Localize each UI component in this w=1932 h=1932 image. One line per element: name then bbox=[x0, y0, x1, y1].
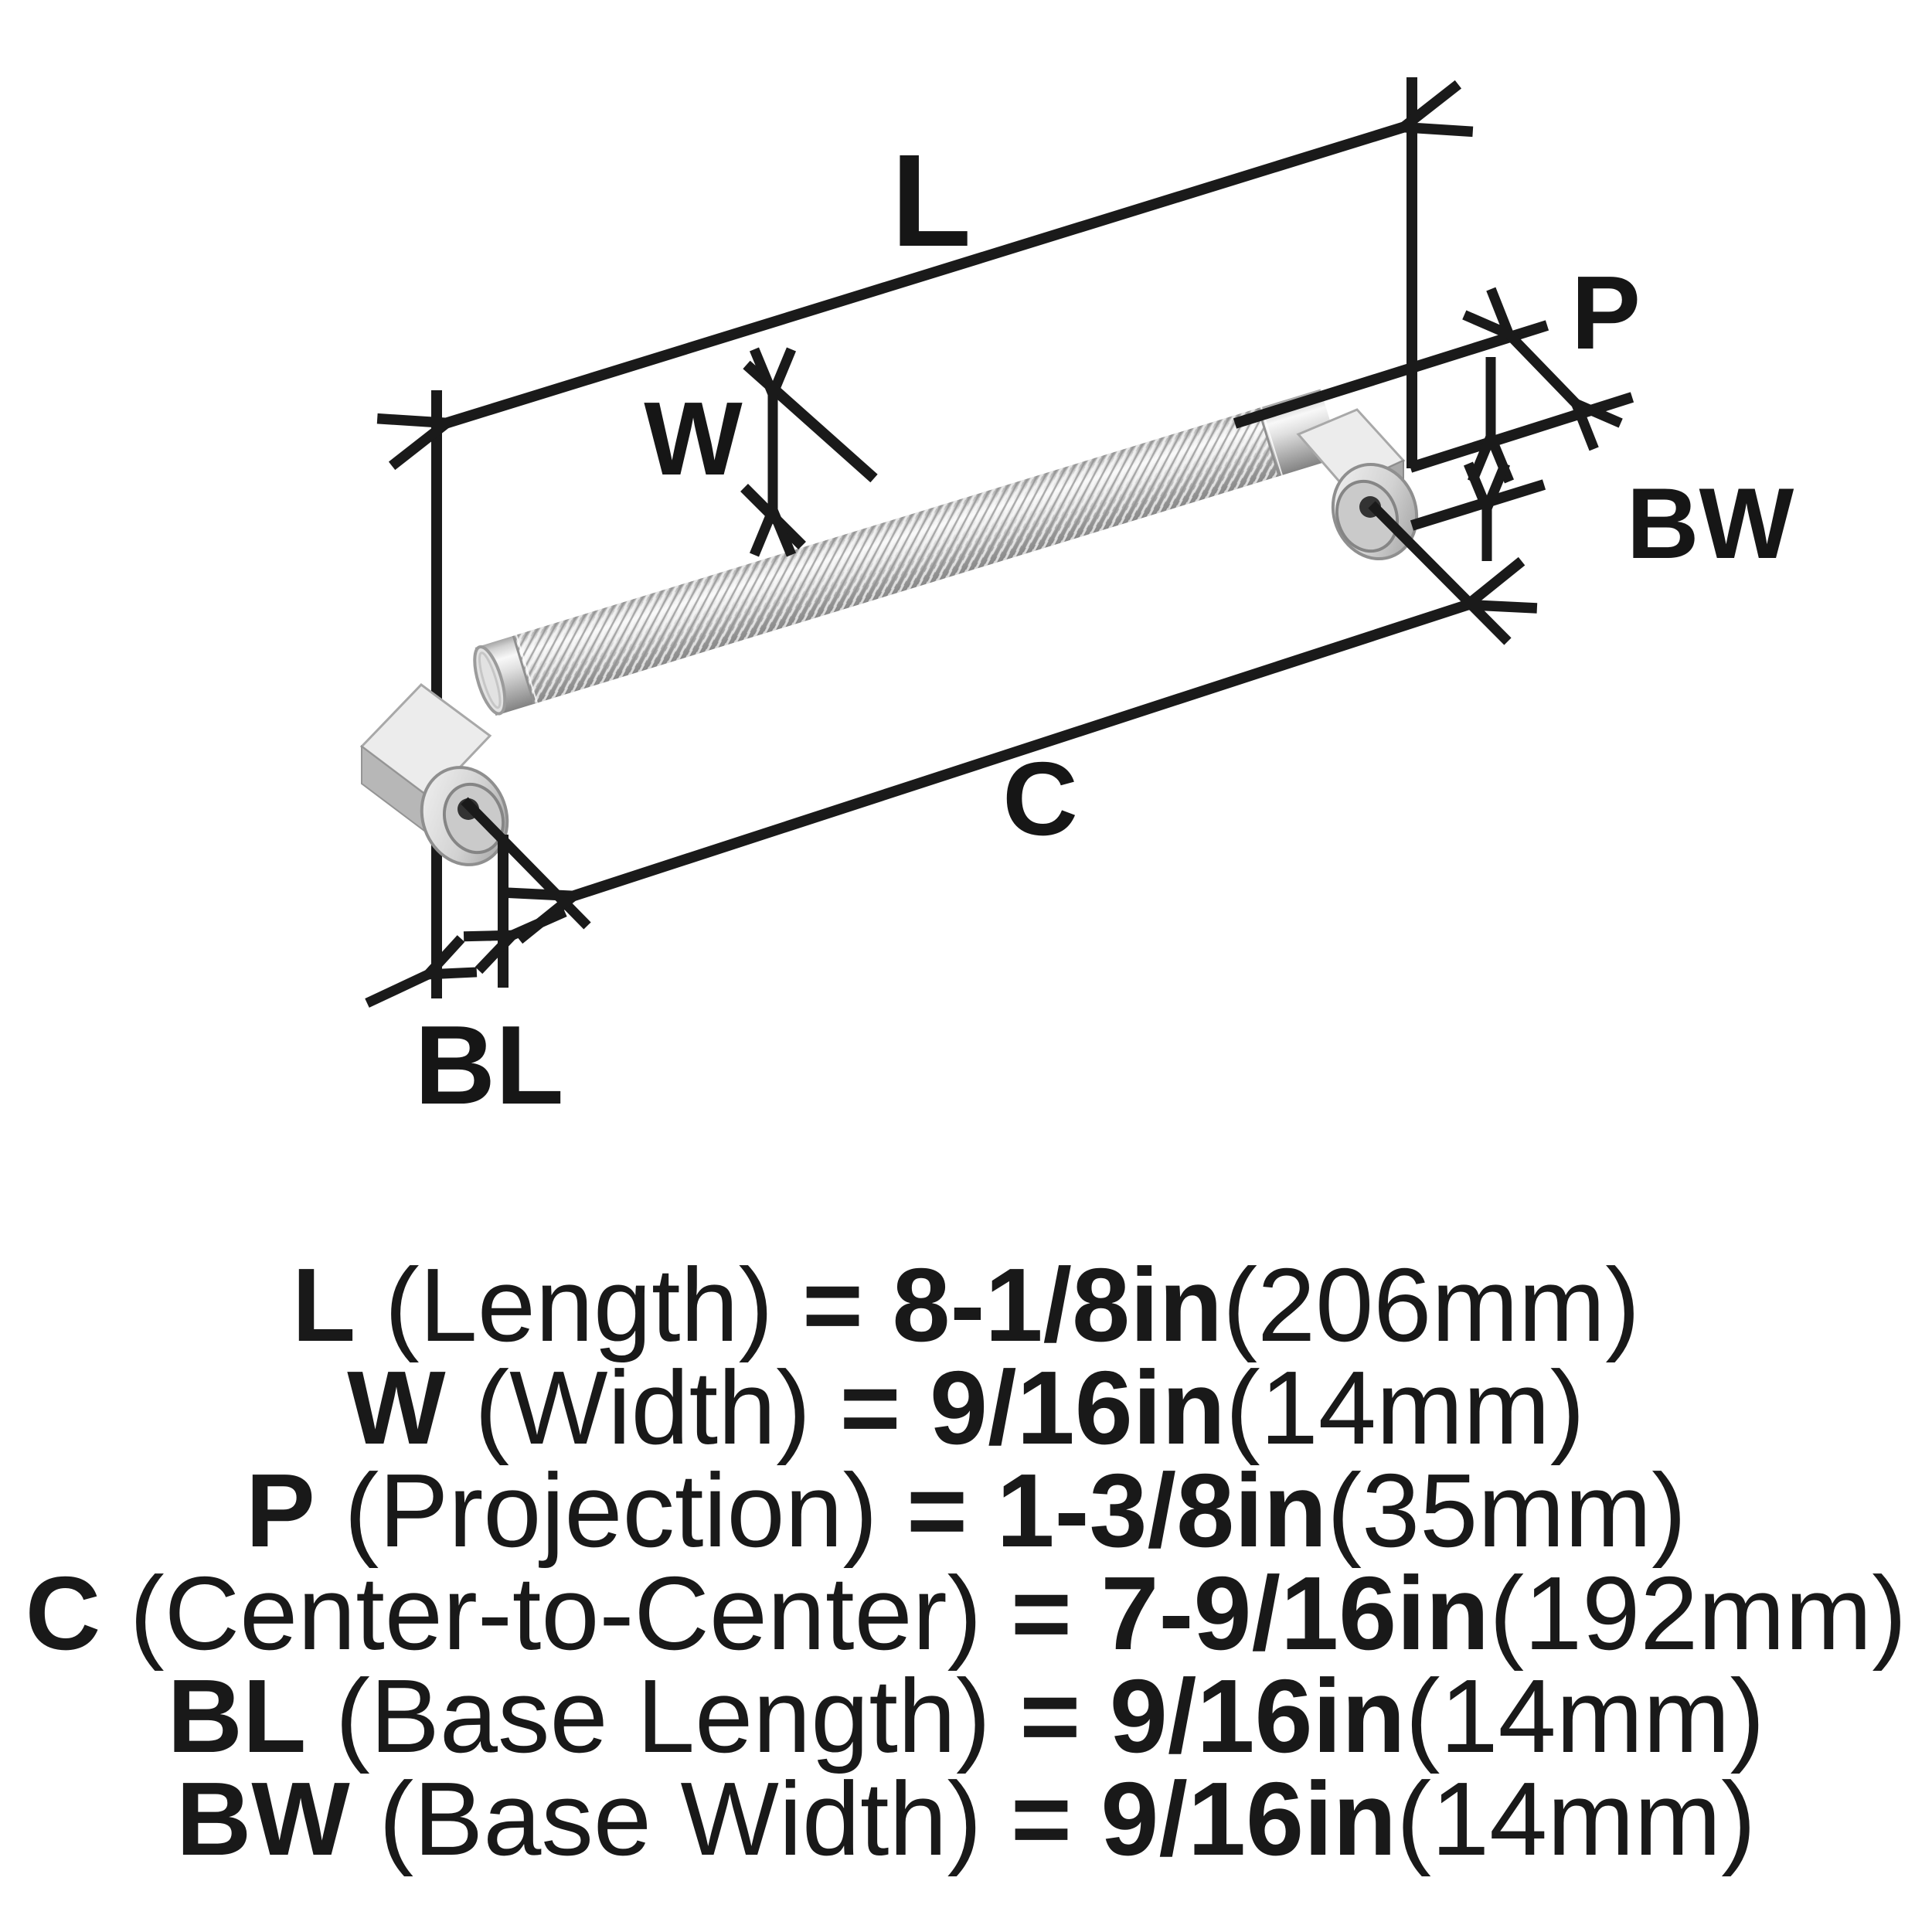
center-dimension-line bbox=[572, 604, 1469, 896]
spec-metric: (14mm) bbox=[1396, 1760, 1757, 1877]
length-label: L bbox=[891, 128, 971, 274]
base-width-line-lower bbox=[1410, 479, 1546, 531]
dim-projection: P bbox=[1233, 254, 1641, 473]
spec-equals: = bbox=[802, 1247, 863, 1363]
knurled-bar bbox=[473, 389, 1342, 716]
projection-line-base bbox=[1408, 392, 1634, 473]
projection-label: P bbox=[1571, 254, 1641, 371]
spec-equals: = bbox=[839, 1349, 901, 1466]
projection-arrow bbox=[1508, 333, 1577, 405]
spec-symbol: BL bbox=[167, 1658, 307, 1774]
width-label: W bbox=[644, 380, 743, 497]
spec-value: 8-1/8in bbox=[892, 1247, 1223, 1363]
dim-base-width: BW bbox=[1410, 357, 1794, 580]
spec-value: 1-3/8in bbox=[996, 1452, 1328, 1569]
bar-end-cap bbox=[473, 645, 507, 716]
spec-metric: (206mm) bbox=[1223, 1247, 1641, 1363]
spec-symbol: W bbox=[347, 1349, 446, 1466]
base-width-label: BW bbox=[1627, 467, 1794, 580]
spec-row-base-width: BW (Base Width) = 9/16in(14mm) bbox=[0, 1767, 1932, 1871]
spec-symbol: BW bbox=[175, 1760, 350, 1877]
spec-row-projection: P (Projection) = 1-3/8in(35mm) bbox=[0, 1458, 1932, 1563]
center-label: C bbox=[1002, 740, 1078, 857]
spec-value: 9/16in bbox=[1109, 1658, 1406, 1774]
projection-line-outer bbox=[1233, 320, 1549, 429]
spec-equals: = bbox=[1011, 1760, 1072, 1877]
spec-row-center-to-center: C (Center-to-Center) = 7-9/16in(192mm) bbox=[0, 1561, 1932, 1665]
spec-metric: (14mm) bbox=[1225, 1349, 1585, 1466]
spec-equals: = bbox=[906, 1452, 968, 1569]
spec-value: 9/16in bbox=[930, 1349, 1226, 1466]
base-length-arrow-left bbox=[365, 974, 430, 1008]
spec-name: (Projection) bbox=[344, 1452, 878, 1569]
dim-center-to-center: C bbox=[461, 501, 1508, 926]
spec-metric: (14mm) bbox=[1405, 1658, 1765, 1774]
dim-base-length: BL bbox=[365, 835, 567, 1128]
spec-row-base-length: BL (Base Length) = 9/16in(14mm) bbox=[0, 1664, 1932, 1768]
spec-row-width: W (Width) = 9/16in(14mm) bbox=[0, 1355, 1932, 1460]
dim-width: W bbox=[644, 360, 878, 546]
spec-equals: = bbox=[1019, 1658, 1081, 1774]
width-tick-top bbox=[743, 360, 878, 483]
dim-length: L bbox=[445, 77, 1412, 468]
spec-symbol: C bbox=[25, 1555, 101, 1672]
spec-list: L (Length) = 8-1/8in(206mm) W (Width) = … bbox=[0, 1253, 1932, 1871]
spec-value: 7-9/16in bbox=[1100, 1555, 1490, 1672]
base-length-arrow-right bbox=[511, 907, 567, 936]
pull-handle-illustration bbox=[359, 389, 1419, 866]
spec-row-length: L (Length) = 8-1/8in(206mm) bbox=[0, 1253, 1932, 1357]
base-length-label: BL bbox=[414, 1002, 563, 1128]
spec-name: (Base Width) bbox=[379, 1760, 982, 1877]
length-dimension-line bbox=[445, 127, 1405, 423]
spec-metric: (35mm) bbox=[1327, 1452, 1687, 1569]
spec-symbol: L bbox=[291, 1247, 356, 1363]
spec-symbol: P bbox=[245, 1452, 315, 1569]
spec-name: (Width) bbox=[474, 1349, 811, 1466]
spec-metric: (192mm) bbox=[1489, 1555, 1907, 1672]
spec-name: (Base Length) bbox=[335, 1658, 991, 1774]
spec-name: (Center-to-Center) bbox=[129, 1555, 982, 1672]
spec-equals: = bbox=[1011, 1555, 1072, 1672]
spec-name: (Length) bbox=[384, 1247, 774, 1363]
spec-value: 9/16in bbox=[1100, 1760, 1397, 1877]
